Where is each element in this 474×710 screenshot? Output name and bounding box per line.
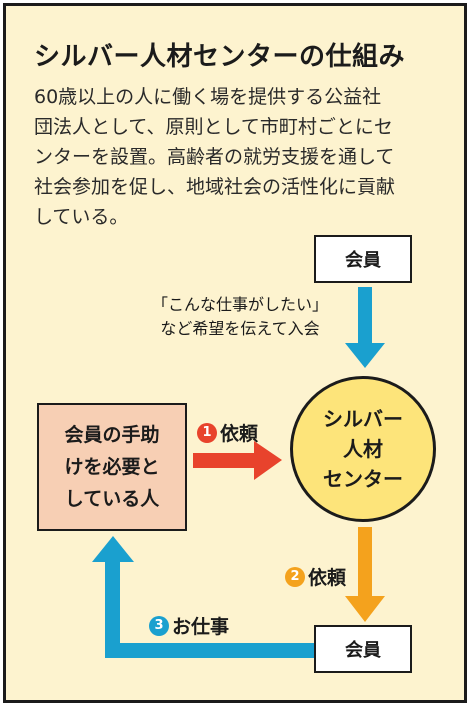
step-number-badge: 3 <box>149 615 169 636</box>
member-top-box: 会員 <box>314 235 412 283</box>
step-number-badge: 2 <box>285 566 305 587</box>
step-3-label: 3 お仕事 <box>149 612 229 639</box>
step-1-label: 1 依頼 <box>197 419 258 446</box>
description-line: している。 <box>34 206 129 228</box>
join-note-line: 「こんな仕事がしたい」 <box>151 295 328 314</box>
step-label: 依頼 <box>308 567 347 589</box>
description-line: ンターを設置。高齢者の就労支援を通して <box>34 146 395 168</box>
client-box: 会員の手助 けを必要と している人 <box>37 403 187 531</box>
description-line: 60歳以上の人に働く場を提供する公益社 <box>34 86 382 108</box>
step-number-badge: 1 <box>197 422 217 443</box>
request-arrow-2 <box>345 527 385 622</box>
step-2-label: 2 依頼 <box>285 563 346 590</box>
description: 60歳以上の人に働く場を提供する公益社 団法人として、原則として市町村ごとにセ … <box>34 82 454 232</box>
description-line: 社会参加を促し、地域社会の活性化に貢献 <box>34 176 396 198</box>
diagram-panel: シルバー人材センターの仕組み 60歳以上の人に働く場を提供する公益社 団法人とし… <box>3 3 467 703</box>
step-label: お仕事 <box>172 616 230 638</box>
client-line: 会員の手助 <box>64 424 160 446</box>
silver-center-circle: シルバー 人材 センター <box>290 376 436 522</box>
center-line: センター <box>323 467 403 491</box>
member-bottom-box: 会員 <box>314 625 412 673</box>
client-line: している人 <box>64 488 160 510</box>
request-arrow-1 <box>193 441 282 480</box>
description-line: 団法人として、原則として市町村ごとにセ <box>34 116 393 138</box>
join-note: 「こんな仕事がしたい」 など希望を伝えて入会 <box>130 293 350 341</box>
client-line: けを必要と <box>64 456 160 478</box>
step-label: 依頼 <box>220 423 259 445</box>
work-arrow-3 <box>92 536 315 658</box>
center-line: 人材 <box>343 437 383 461</box>
center-line: シルバー <box>323 407 403 431</box>
join-note-line: など希望を伝えて入会 <box>160 319 320 338</box>
join-arrow <box>345 287 385 368</box>
diagram-title: シルバー人材センターの仕組み <box>34 42 406 72</box>
